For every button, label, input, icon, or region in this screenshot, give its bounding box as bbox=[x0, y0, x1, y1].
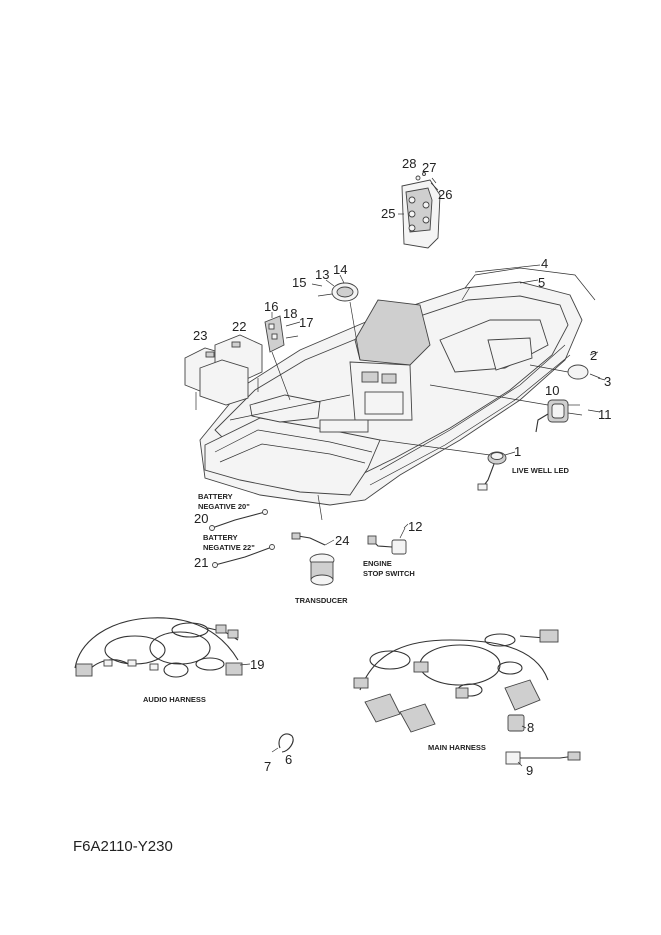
caption-battery-22-line1: BATTERY bbox=[203, 533, 238, 542]
leader-lines bbox=[239, 177, 606, 767]
figure-code: F6A2110-Y230 bbox=[73, 838, 173, 855]
callout-20: 20 bbox=[194, 511, 208, 526]
callout-16: 16 bbox=[264, 299, 278, 314]
battery-cables bbox=[209, 509, 275, 568]
live-well-led bbox=[379, 439, 507, 491]
callout-2: 2 bbox=[590, 348, 597, 363]
callout-6: 6 bbox=[285, 752, 292, 767]
callout-4: 4 bbox=[541, 256, 548, 271]
caption-battery-20-line2: NEGATIVE 20" bbox=[198, 502, 250, 511]
audio-harness bbox=[74, 617, 243, 678]
caption-engine-stop-line1: ENGINE bbox=[363, 559, 392, 568]
callout-27: 27 bbox=[422, 160, 436, 175]
side-lights bbox=[429, 364, 601, 433]
callout-1: 1 bbox=[514, 444, 521, 459]
callout-9: 9 bbox=[526, 763, 533, 778]
speaker bbox=[317, 282, 361, 361]
callout-18: 18 bbox=[283, 306, 297, 321]
callout-numbers: 1 2 3 4 5 6 7 8 9 10 11 12 13 14 15 16 1… bbox=[193, 156, 612, 778]
callout-12: 12 bbox=[408, 519, 422, 534]
caption-engine-stop-line2: STOP SWITCH bbox=[363, 569, 415, 578]
caption-battery-22-line2: NEGATIVE 22" bbox=[203, 543, 255, 552]
caption-audio-harness: AUDIO HARNESS bbox=[143, 695, 206, 704]
callout-13: 13 bbox=[315, 267, 329, 282]
callout-5: 5 bbox=[538, 275, 545, 290]
callout-21: 21 bbox=[194, 555, 208, 570]
callout-15: 15 bbox=[292, 275, 306, 290]
batteries bbox=[184, 334, 263, 410]
captions: LIVE WELL LED BATTERY NEGATIVE 20" BATTE… bbox=[143, 466, 570, 752]
callout-10: 10 bbox=[545, 383, 559, 398]
main-harness bbox=[353, 629, 581, 765]
callout-22: 22 bbox=[232, 319, 246, 334]
callout-11: 11 bbox=[598, 407, 612, 422]
caption-transducer: TRANSDUCER bbox=[295, 596, 348, 605]
callout-24: 24 bbox=[335, 533, 349, 548]
transducer bbox=[291, 494, 335, 586]
callout-14: 14 bbox=[333, 262, 347, 277]
callout-8: 8 bbox=[527, 720, 534, 735]
callout-25: 25 bbox=[381, 206, 395, 221]
switch-panel bbox=[264, 315, 301, 401]
callout-3: 3 bbox=[604, 374, 611, 389]
caption-main-harness: MAIN HARNESS bbox=[428, 743, 486, 752]
clip-part bbox=[271, 733, 294, 753]
caption-live-well-led: LIVE WELL LED bbox=[512, 466, 570, 475]
callout-26: 26 bbox=[438, 187, 452, 202]
engine-stop-switch bbox=[367, 527, 407, 555]
callout-17: 17 bbox=[299, 315, 313, 330]
callout-23: 23 bbox=[193, 328, 207, 343]
callout-28: 28 bbox=[402, 156, 416, 171]
caption-battery-20-line1: BATTERY bbox=[198, 492, 233, 501]
callout-19: 19 bbox=[250, 657, 264, 672]
boat-hull bbox=[199, 267, 596, 506]
callout-7: 7 bbox=[264, 759, 271, 774]
electrical-box bbox=[401, 172, 441, 249]
